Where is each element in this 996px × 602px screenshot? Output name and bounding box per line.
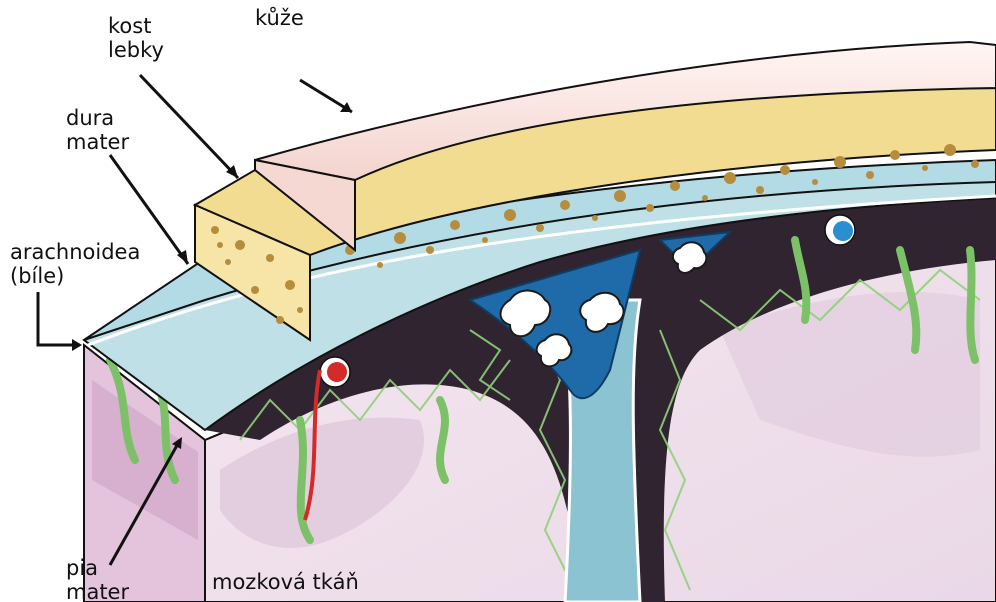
leader-arachnoidea: [38, 292, 80, 345]
label-pia-mater-line1: pia: [66, 556, 129, 580]
label-kost-lebky-line2: lebky: [108, 38, 164, 62]
label-arachnoidea-line1: arachnoidea: [10, 240, 140, 264]
label-dura-mater-line2: mater: [66, 130, 129, 154]
label-kost-lebky: kost lebky: [108, 14, 164, 62]
label-dura-mater: dura mater: [66, 106, 129, 154]
leader-kost-lebky: [140, 75, 238, 178]
label-dura-mater-line1: dura: [66, 106, 129, 130]
label-mozkova-tkan: mozková tkáň: [212, 570, 359, 594]
label-mozkova-tkan-text: mozková tkáň: [212, 570, 359, 594]
label-kuze: kůže: [255, 6, 304, 30]
label-pia-mater: pia mater: [66, 556, 129, 602]
blood-vessel-vein: [825, 215, 855, 245]
label-kost-lebky-line1: kost: [108, 14, 164, 38]
label-arachnoidea: arachnoidea (bíle): [10, 240, 140, 288]
label-pia-mater-line2: mater: [66, 580, 129, 602]
label-arachnoidea-line2: (bíle): [10, 264, 140, 288]
label-kuze-text: kůže: [255, 6, 304, 30]
